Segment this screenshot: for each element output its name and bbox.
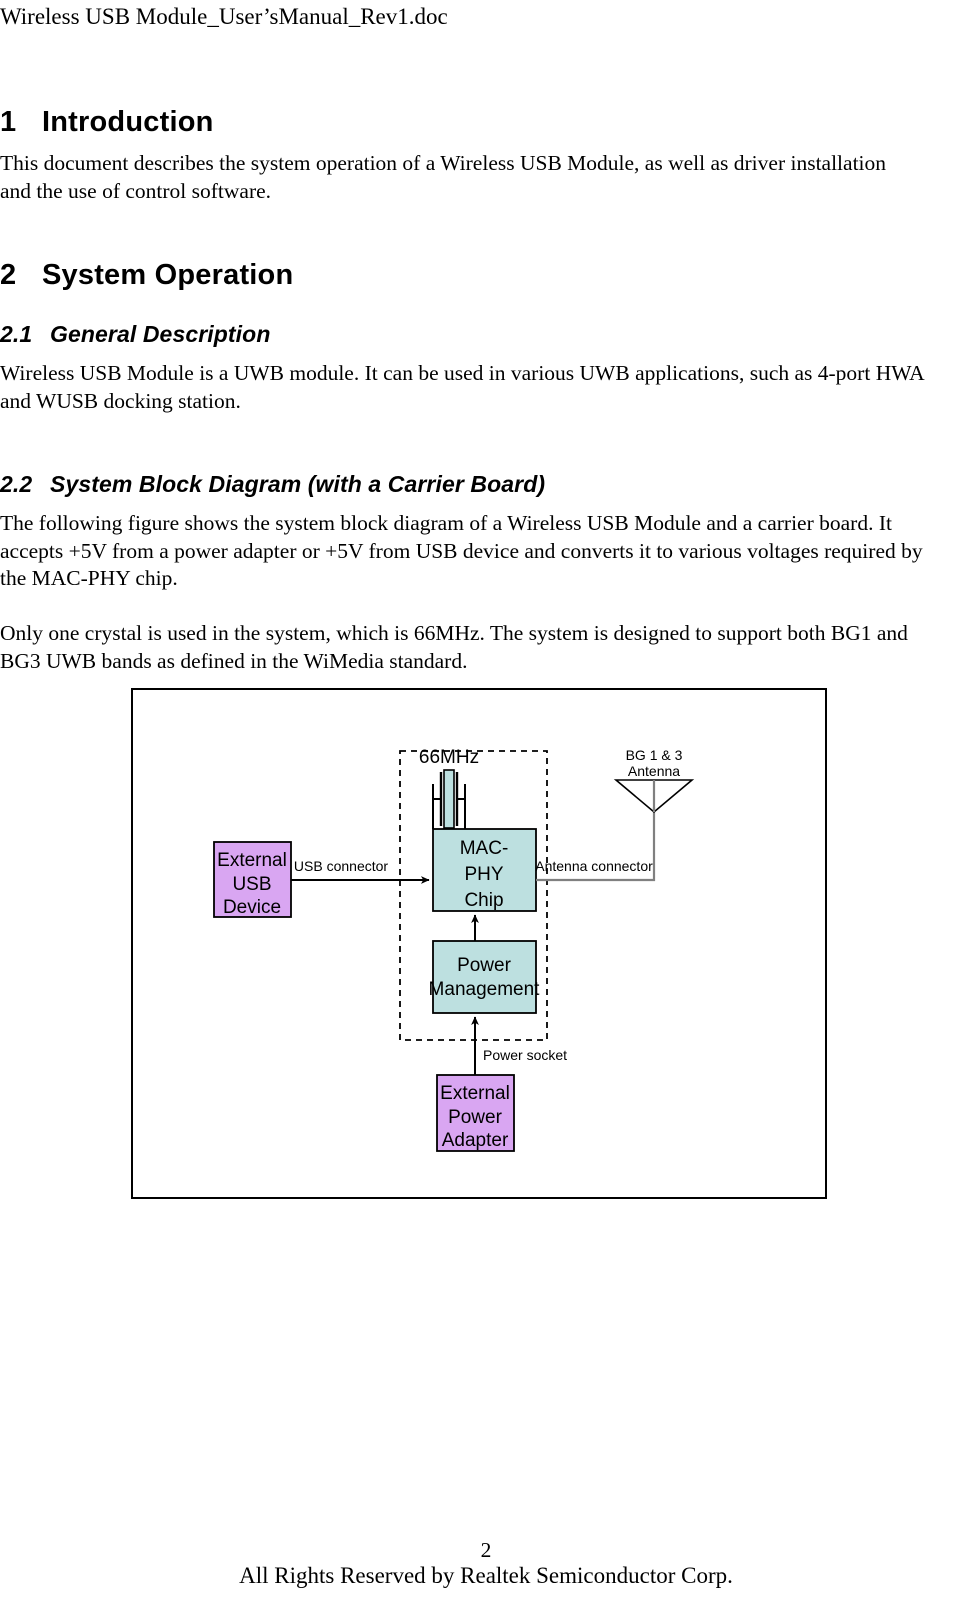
- svg-text:Chip: Chip: [464, 890, 503, 911]
- crystal-symbol: [432, 769, 466, 829]
- heading-1-title: Introduction: [42, 106, 214, 138]
- heading-2-1-general-description: 2.1 General Description: [0, 320, 270, 348]
- footer-copyright: All Rights Reserved by Realtek Semicondu…: [239, 1563, 733, 1588]
- paragraph-intro: This document describes the system opera…: [0, 151, 887, 203]
- antenna-connector-label: Antenna connector: [535, 858, 653, 874]
- heading-2-title: System Operation: [42, 259, 294, 291]
- heading-1-introduction: 1 Introduction: [0, 105, 214, 139]
- block-external-power-adapter-label: External: [440, 1083, 510, 1104]
- antenna-connector-line: [536, 807, 656, 882]
- block-mac-phy-chip-label: MAC-: [460, 838, 509, 859]
- power-socket-label: Power socket: [483, 1047, 567, 1063]
- heading-2-system-operation: 2 System Operation: [0, 258, 293, 292]
- heading-2-1-title: General Description: [50, 321, 271, 347]
- svg-text:USB: USB: [232, 874, 271, 895]
- paragraph-block-diagram-intro: The following figure shows the system bl…: [0, 511, 923, 590]
- heading-1-number: 1: [0, 106, 17, 138]
- svg-text:Power: Power: [448, 1107, 503, 1128]
- heading-2-1-number: 2.1: [0, 321, 33, 347]
- crystal-label: 66MHz: [419, 747, 479, 768]
- heading-2-2-system-block-diagram: 2.2 System Block Diagram (with a Carrier …: [0, 470, 545, 498]
- usb-connector-label: USB connector: [294, 858, 388, 874]
- heading-2-2-number: 2.2: [0, 471, 33, 497]
- svg-text:Adapter: Adapter: [442, 1130, 509, 1151]
- block-power-management: [432, 940, 537, 1014]
- svg-text:Device: Device: [223, 897, 281, 918]
- paragraph-general-description: Wireless USB Module is a UWB module. It …: [0, 361, 924, 413]
- block-external-power-adapter: [436, 1074, 515, 1152]
- svg-text:PHY: PHY: [464, 864, 503, 885]
- antenna-label-line1: BG 1 & 3: [626, 747, 683, 763]
- block-mac-phy-chip: [432, 828, 537, 912]
- block-external-usb-device-label: External: [217, 850, 287, 871]
- document-header-title: Wireless USB Module_User’sManual_Rev1.do…: [0, 4, 448, 29]
- system-block-diagram: 66MHz MAC- PHY Chip Power Management Ext…: [213, 747, 695, 1152]
- antenna-icon: [613, 779, 695, 814]
- module-boundary-dashed: [399, 750, 548, 1041]
- heading-2-number: 2: [0, 259, 17, 291]
- block-power-management-label: Power: [457, 955, 512, 976]
- footer-page-number: 2: [480, 1538, 492, 1562]
- block-external-usb-device: [213, 841, 292, 918]
- antenna-label-line2: Antenna: [628, 763, 680, 779]
- svg-text:Management: Management: [429, 979, 541, 1000]
- heading-2-2-title: System Block Diagram (with a Carrier Boa…: [50, 471, 546, 497]
- paragraph-crystal-info: Only one crystal is used in the system, …: [0, 621, 908, 673]
